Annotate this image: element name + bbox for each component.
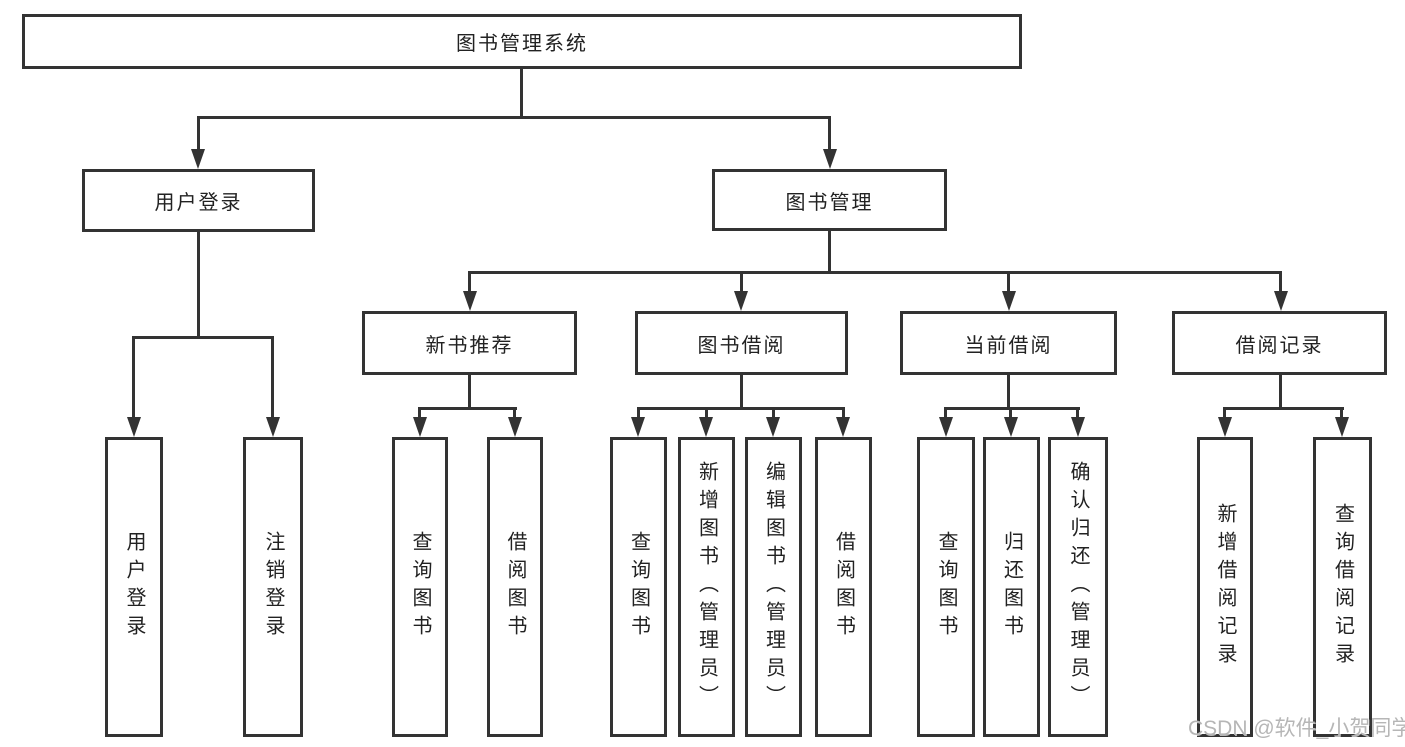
node-user-login-branch: 用户登录 (82, 169, 315, 232)
node-label: 用户登录 (123, 531, 145, 643)
connector-userlogin-drop2 (271, 336, 274, 420)
connector-g3-drop2 (1009, 407, 1012, 419)
arrowhead (1002, 291, 1016, 311)
arrowhead (699, 417, 713, 437)
arrowhead (191, 149, 205, 169)
node-label: 借阅图书 (832, 531, 855, 643)
arrowhead (1274, 291, 1288, 311)
connector-userlogin-hline (132, 336, 274, 339)
node-label: 查询图书 (409, 531, 431, 643)
node-book-management: 图书管理 (712, 169, 947, 231)
leaf-cb-query-books: 查询图书 (917, 437, 975, 737)
leaf-bb-query-books: 查询图书 (610, 437, 667, 737)
arrowhead (127, 417, 141, 437)
node-label: 借阅记录 (1235, 334, 1324, 357)
node-label: 图书管理系统 (456, 33, 588, 55)
connector-g2-stem (740, 375, 743, 409)
connector-bookmgmt-drop1 (468, 271, 471, 293)
leaf-br-query-record: 查询借阅记录 (1313, 437, 1372, 737)
leaf-br-add-record: 新增借阅记录 (1197, 437, 1253, 737)
csdn-watermark: CSDN @软件_小贺同学 (1188, 717, 1405, 740)
node-label: 新增借阅记录 (1214, 503, 1236, 671)
leaf-user-login: 用户登录 (105, 437, 163, 737)
node-label: 借阅图书 (504, 531, 526, 643)
node-label: 新增图书（管理员） (695, 461, 718, 713)
arrowhead (508, 417, 522, 437)
connector-g2-drop3 (772, 407, 775, 419)
connector-root-stem (520, 68, 523, 118)
connector-bookmgmt-drop2 (740, 271, 743, 293)
connector-root-hline (197, 116, 831, 119)
connector-g4-stem (1279, 375, 1282, 409)
connector-bookmgmt-hline (468, 271, 1282, 274)
node-label: 查询借阅记录 (1331, 503, 1354, 671)
connector-g1-drop1 (418, 407, 421, 419)
node-label: 编辑图书（管理员） (762, 461, 785, 713)
connector-g4-drop2 (1340, 407, 1343, 419)
node-label: 归还图书 (1000, 531, 1023, 643)
arrowhead (823, 149, 837, 169)
arrowhead (463, 291, 477, 311)
leaf-bb-borrow-books: 借阅图书 (815, 437, 872, 737)
node-label: 新书推荐 (425, 334, 514, 357)
node-book-borrowing: 图书借阅 (635, 311, 848, 375)
connector-g4-hline (1223, 407, 1344, 410)
connector-g3-drop1 (944, 407, 947, 419)
arrowhead (413, 417, 427, 437)
connector-root-drop-left (197, 116, 200, 152)
arrowhead (734, 291, 748, 311)
node-root: 图书管理系统 (22, 14, 1022, 69)
node-borrowing-records: 借阅记录 (1172, 311, 1387, 375)
arrowhead (1335, 417, 1349, 437)
node-new-book-recommend: 新书推荐 (362, 311, 577, 375)
arrowhead (1218, 417, 1232, 437)
leaf-cb-return-books: 归还图书 (983, 437, 1040, 737)
node-label: 当前借阅 (964, 334, 1053, 357)
connector-bookmgmt-drop4 (1279, 271, 1282, 293)
node-label: 图书借阅 (697, 334, 786, 357)
connector-g1-drop2 (513, 407, 516, 419)
connector-g1-stem (468, 375, 471, 409)
node-label: 查询图书 (627, 531, 650, 643)
arrowhead (1071, 417, 1085, 437)
node-label: 用户登录 (154, 192, 243, 214)
connector-g3-hline (944, 407, 1080, 410)
node-label: 注销登录 (262, 531, 284, 643)
node-label: 图书管理 (785, 191, 874, 214)
connector-g3-drop3 (1076, 407, 1079, 419)
leaf-bb-add-books-admin: 新增图书（管理员） (678, 437, 735, 737)
arrowhead (766, 417, 780, 437)
connector-bookmgmt-drop3 (1007, 271, 1010, 293)
leaf-nb-query-books: 查询图书 (392, 437, 448, 737)
connector-g2-drop1 (637, 407, 640, 419)
node-current-borrowing: 当前借阅 (900, 311, 1117, 375)
connector-g2-drop2 (705, 407, 708, 419)
connector-g3-stem (1007, 375, 1010, 409)
connector-userlogin-stem (197, 232, 200, 338)
node-label: 查询图书 (935, 531, 957, 643)
arrowhead (631, 417, 645, 437)
leaf-bb-edit-books-admin: 编辑图书（管理员） (745, 437, 802, 737)
leaf-nb-borrow-books: 借阅图书 (487, 437, 543, 737)
connector-g2-hline (637, 407, 845, 410)
arrowhead (266, 417, 280, 437)
leaf-logout: 注销登录 (243, 437, 303, 737)
connector-g2-drop4 (842, 407, 845, 419)
connector-bookmgmt-stem (828, 230, 831, 273)
node-label: 确认归还（管理员） (1067, 461, 1089, 713)
connector-root-drop-right (828, 116, 831, 152)
connector-g4-drop1 (1223, 407, 1226, 419)
connector-userlogin-drop1 (132, 336, 135, 420)
arrowhead (1004, 417, 1018, 437)
arrowhead (836, 417, 850, 437)
connector-g1-hline (418, 407, 517, 410)
arrowhead (939, 417, 953, 437)
leaf-cb-confirm-return-admin: 确认归还（管理员） (1048, 437, 1108, 737)
